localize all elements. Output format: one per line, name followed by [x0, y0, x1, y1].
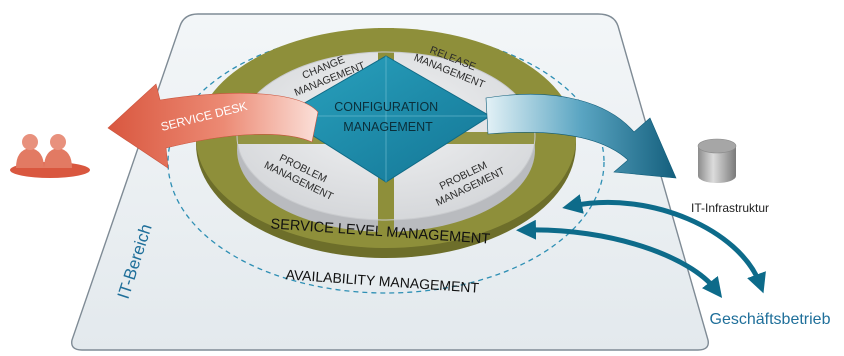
geschaeftsbetrieb-arrow-upper — [562, 194, 766, 294]
users-icon — [10, 134, 90, 178]
database-cylinder-icon — [697, 138, 737, 183]
availability-boundary — [167, 30, 605, 294]
geschaeftsbetrieb-label: Geschäftsbetrieb — [710, 311, 831, 328]
configuration-management-label: CONFIGURATION MANAGEMENT — [334, 100, 441, 134]
service-desk-arrow — [107, 83, 319, 169]
geschaeftsbetrieb-arrow-lower — [516, 219, 723, 298]
inner-disc-outline — [236, 51, 536, 221]
it-infrastruktur-arrow — [485, 93, 677, 179]
it-infrastruktur-label: IT-Infrastruktur — [691, 201, 769, 215]
